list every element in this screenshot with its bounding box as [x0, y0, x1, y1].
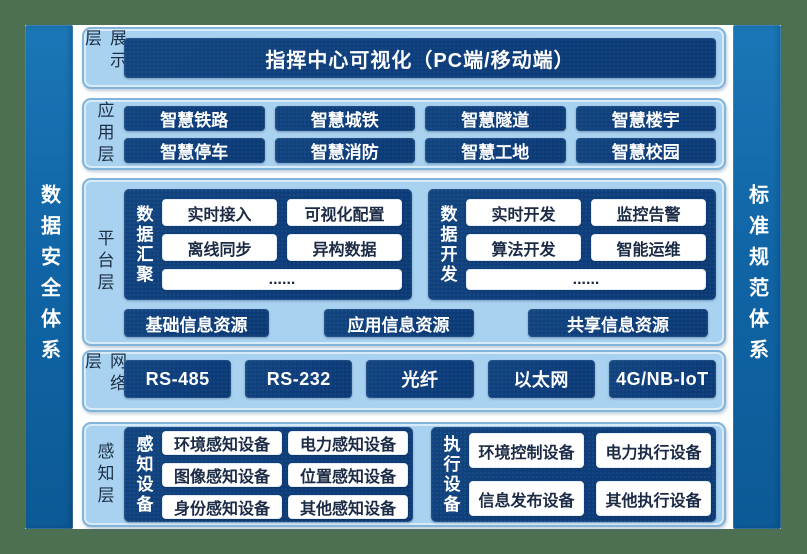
- data-development-items: 实时开发 监控告警 算法开发 智能运维 ......: [466, 189, 716, 300]
- layer-label-platform: 平台层: [84, 180, 124, 344]
- app-box-smart-worksite: 智慧工地: [425, 138, 566, 163]
- layer-panel-application: 应用层 智慧铁路 智慧城铁 智慧隧道 智慧楼宇 智慧停车 智慧消防 智慧工地 智…: [82, 98, 726, 170]
- item-algorithm-dev: 算法开发: [466, 234, 581, 261]
- data-aggregation-items: 实时接入 可视化配置 离线同步 异构数据 ......: [162, 189, 412, 300]
- resource-application-info: 应用信息资源: [323, 309, 474, 337]
- layer-panel-platform: 平台层 数据汇聚 实时接入 可视化配置 离线同步 异构数据 ......: [82, 178, 726, 346]
- item-offline-sync: 离线同步: [162, 234, 277, 261]
- data-aggregation-label: 数据汇聚: [124, 189, 162, 300]
- app-box-smart-building: 智慧楼宇: [575, 106, 716, 131]
- net-box-4g-nbiot: 4G/NB-IoT: [608, 360, 716, 398]
- layer-panel-display: 展示层 指挥中心可视化（PC端/移动端）: [82, 27, 726, 89]
- execution-devices-group: 执行设备 环境控制设备 电力执行设备 信息发布设备 其他执行设备: [431, 427, 716, 522]
- layer-label-perception: 感知层: [84, 424, 124, 525]
- item-other-sensing: 其他感知设备: [288, 494, 408, 519]
- app-box-smart-parking: 智慧停车: [124, 138, 265, 163]
- layer-panel-perception: 感知层 感知设备 环境感知设备 电力感知设备 图像感知设备 位置感知设备 身份感…: [82, 422, 726, 527]
- data-aggregation-label-text: 数据汇聚: [133, 204, 153, 285]
- resource-basic-info: 基础信息资源: [124, 309, 269, 337]
- sensing-devices-group: 感知设备 环境感知设备 电力感知设备 图像感知设备 位置感知设备 身份感知设备 …: [124, 427, 413, 522]
- layer-label-perception-text: 感知层: [94, 441, 114, 508]
- item-heterogeneous-data: 异构数据: [287, 234, 402, 261]
- data-development-group: 数据开发 实时开发 监控告警 算法开发 智能运维 ......: [428, 189, 716, 300]
- net-box-ethernet: 以太网: [487, 360, 595, 398]
- item-image-sensing: 图像感知设备: [162, 462, 282, 487]
- layer-label-display: 展示层: [82, 29, 126, 87]
- layer-label-display-text: 展示层: [82, 29, 126, 73]
- app-box-smart-tunnel: 智慧隧道: [425, 106, 566, 131]
- item-env-sensing: 环境感知设备: [162, 430, 282, 455]
- item-intelligent-ops: 智能运维: [591, 234, 706, 261]
- network-layer-body: RS-485 RS-232 光纤 以太网 4G/NB-IoT: [124, 352, 724, 410]
- item-realtime-dev: 实时开发: [466, 199, 581, 226]
- item-visual-config: 可视化配置: [287, 199, 402, 226]
- net-box-fiber: 光纤: [366, 360, 474, 398]
- diagram-canvas: 数据安全体系 标准规范体系 展示层 指挥中心可视化（PC端/移动端） 应用层 智…: [25, 25, 781, 529]
- command-center-box: 指挥中心可视化（PC端/移动端）: [124, 38, 716, 78]
- data-aggregation-group: 数据汇聚 实时接入 可视化配置 离线同步 异构数据 ......: [124, 189, 412, 300]
- platform-layer-body: 数据汇聚 实时接入 可视化配置 离线同步 异构数据 ...... 数据开发: [124, 180, 724, 344]
- sensing-devices-label-text: 感知设备: [133, 434, 153, 515]
- app-box-smart-firefighting: 智慧消防: [274, 138, 415, 163]
- item-other-execution: 其他执行设备: [596, 481, 711, 516]
- item-power-sensing: 电力感知设备: [288, 430, 408, 455]
- application-grid: 智慧铁路 智慧城铁 智慧隧道 智慧楼宇 智慧停车 智慧消防 智慧工地 智慧校园: [124, 100, 724, 163]
- execution-devices-items: 环境控制设备 电力执行设备 信息发布设备 其他执行设备: [469, 424, 716, 525]
- sensing-devices-label: 感知设备: [124, 435, 162, 515]
- network-grid: RS-485 RS-232 光纤 以太网 4G/NB-IoT: [124, 352, 724, 406]
- execution-devices-label: 执行设备: [431, 435, 469, 515]
- item-power-execution: 电力执行设备: [596, 433, 711, 468]
- sensing-devices-items: 环境感知设备 电力感知设备 图像感知设备 位置感知设备 身份感知设备 其他感知设…: [162, 426, 413, 524]
- app-box-smart-metro: 智慧城铁: [274, 106, 415, 131]
- item-info-publishing: 信息发布设备: [469, 481, 584, 516]
- pillar-data-security: 数据安全体系: [25, 25, 73, 529]
- app-box-smart-railway: 智慧铁路: [124, 106, 265, 131]
- resource-row: 基础信息资源 应用信息资源 共享信息资源: [124, 309, 708, 337]
- layer-label-platform-text: 平台层: [94, 229, 114, 295]
- net-box-rs232: RS-232: [245, 360, 353, 398]
- pillar-data-security-label: 数据安全体系: [37, 184, 60, 370]
- layer-panel-network: 网络层 RS-485 RS-232 光纤 以太网 4G/NB-IoT: [82, 350, 726, 412]
- pillar-standards: 标准规范体系: [733, 25, 781, 529]
- item-aggregation-more: ......: [162, 269, 402, 290]
- net-box-rs485: RS-485: [124, 360, 232, 398]
- perception-layer-body: 感知设备 环境感知设备 电力感知设备 图像感知设备 位置感知设备 身份感知设备 …: [124, 424, 724, 525]
- layer-label-network-text: 网络层: [82, 352, 126, 396]
- execution-devices-label-text: 执行设备: [440, 434, 460, 515]
- platform-groups: 数据汇聚 实时接入 可视化配置 离线同步 异构数据 ...... 数据开发: [124, 189, 716, 300]
- layer-label-application-text: 应用层: [94, 101, 114, 167]
- item-location-sensing: 位置感知设备: [288, 462, 408, 487]
- item-realtime-access: 实时接入: [162, 199, 277, 226]
- layer-label-application: 应用层: [84, 100, 124, 168]
- resource-shared-info: 共享信息资源: [528, 309, 708, 337]
- item-identity-sensing: 身份感知设备: [162, 494, 282, 519]
- data-development-label-text: 数据开发: [437, 204, 457, 285]
- layer-label-network: 网络层: [82, 352, 126, 410]
- display-layer-body: 指挥中心可视化（PC端/移动端）: [124, 29, 724, 87]
- item-env-control: 环境控制设备: [469, 433, 584, 468]
- data-development-label: 数据开发: [428, 189, 466, 300]
- application-layer-body: 智慧铁路 智慧城铁 智慧隧道 智慧楼宇 智慧停车 智慧消防 智慧工地 智慧校园: [124, 100, 724, 168]
- item-monitor-alert: 监控告警: [591, 199, 706, 226]
- item-development-more: ......: [466, 269, 706, 290]
- pillar-standards-label: 标准规范体系: [745, 184, 768, 370]
- app-box-smart-campus: 智慧校园: [575, 138, 716, 163]
